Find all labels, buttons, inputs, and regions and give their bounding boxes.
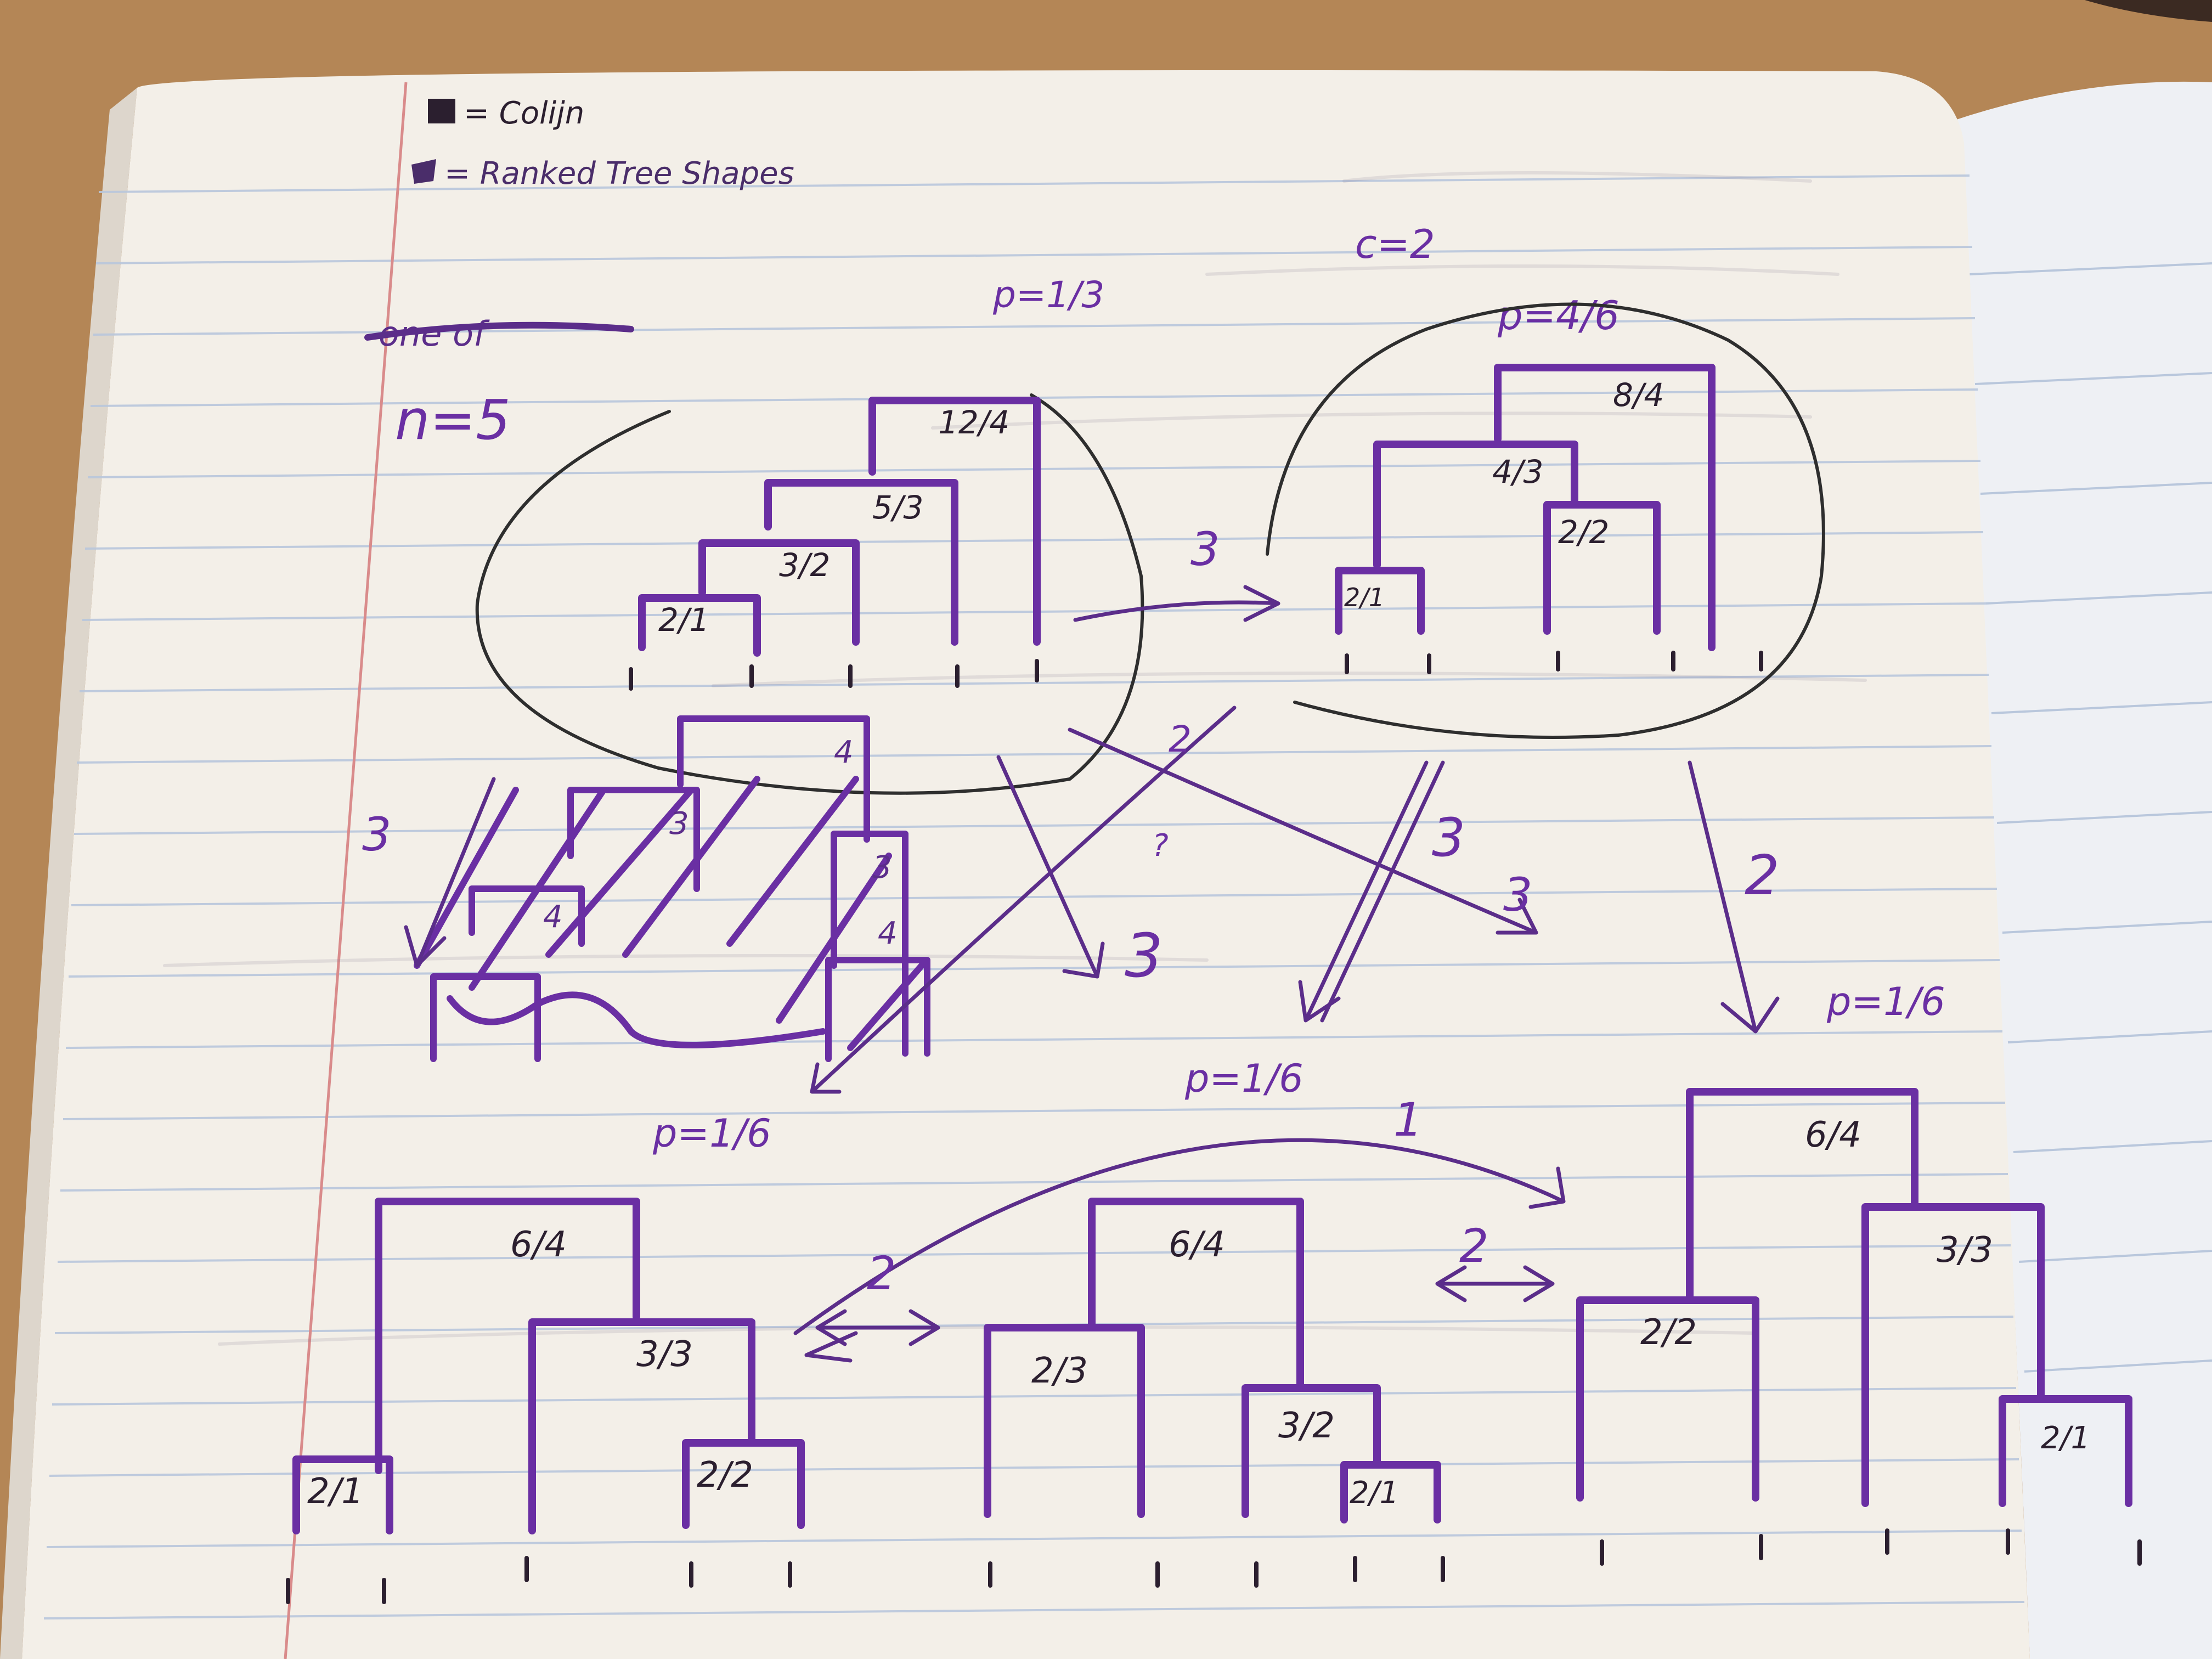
pen-cap	[2085, 0, 2212, 22]
transition-arrows	[404, 585, 1780, 1363]
node-label: 8/4	[1613, 376, 1664, 414]
node-label: 4/3	[1492, 453, 1543, 490]
arrow-mid-down-b	[1320, 760, 1445, 1023]
arrow-cross-right	[1068, 727, 1538, 935]
tree-bottom-2	[984, 1198, 1441, 1523]
probability-label: p=1/6	[652, 1111, 771, 1156]
node-label: 2/1	[1350, 1475, 1399, 1511]
node-label: 2/3	[1031, 1351, 1088, 1391]
tree-scribbled	[414, 715, 930, 1062]
legend-marker-2	[411, 159, 436, 184]
edge-label: 2	[1745, 843, 1780, 907]
edge-labels: 3 3 2 3 3 3 2 ? p=1/6 p=1/6 p=1/6 1 2 2	[362, 522, 1945, 1300]
p-right-label: p=4/6	[1497, 292, 1620, 338]
edge-label: 1	[1393, 1093, 1423, 1147]
arrow-cross-up	[810, 706, 1237, 1094]
node-label: 6/4	[510, 1224, 567, 1265]
margin-line	[284, 82, 408, 1659]
tree-top-left-labels: 12/4 5/3 3/2 2/1	[658, 404, 1009, 639]
node-label: 3/2	[1278, 1406, 1335, 1446]
pencil-circle-right	[1266, 302, 1825, 739]
legend: = Colijn = Ranked Tree Shapes one of	[364, 95, 794, 354]
arrow-mid-right	[996, 755, 1105, 979]
node-label: 2/1	[2041, 1420, 2090, 1456]
node-label: 3/3	[636, 1334, 693, 1375]
node-label: 2/2	[1558, 514, 1609, 551]
node-label: 4	[543, 899, 563, 935]
arrow-right-down	[1688, 760, 1780, 1034]
node-label: 5/3	[872, 489, 923, 526]
node-label: 2/2	[697, 1455, 753, 1496]
tree-top-right	[1335, 364, 1716, 651]
node-label: 4	[878, 916, 898, 951]
tree-bottom-2-tips	[988, 1556, 1445, 1588]
node-label: 3/3	[1937, 1230, 1993, 1271]
p-left-label: p=1/3	[992, 274, 1104, 316]
tree-bottom-3-labels: 6/4 3/3 2/2 2/1	[1640, 1115, 2090, 1456]
edge-label: 3	[1190, 522, 1220, 576]
tree-bottom-2-labels: 6/4 2/3 3/2 2/1	[1031, 1224, 1399, 1511]
tree-bottom-3-tips	[1600, 1528, 2142, 1566]
node-label: 3	[872, 850, 892, 885]
node-label: 2/1	[1344, 583, 1385, 612]
node-label: 2/1	[307, 1471, 364, 1512]
edge-label: ?	[1152, 828, 1169, 864]
arrow-bottom-left-pair	[815, 1309, 940, 1346]
tree-top-left-tips	[629, 659, 1039, 691]
arrow-bottom-right-pair	[1435, 1265, 1555, 1302]
edge-label: 2	[1459, 1219, 1488, 1273]
legend-line-1: = Colijn	[464, 95, 584, 131]
edge-label: 2	[1169, 718, 1192, 760]
tree-top-left	[638, 397, 1041, 657]
legend-marker-1	[428, 99, 455, 123]
node-label: 6/4	[1805, 1115, 1861, 1155]
page-edge-shadow	[0, 88, 137, 1659]
arrow-top-mid	[1073, 585, 1280, 622]
notebook-page	[22, 70, 2030, 1659]
node-label: 2/2	[1640, 1312, 1697, 1353]
tree-scribbled-labels: 4 3 4 3 4	[543, 735, 898, 951]
strike-through	[364, 321, 634, 341]
right-notebook-page	[1953, 81, 2212, 1659]
edge-label: 3	[1503, 868, 1532, 922]
tree-bottom-3	[1576, 1088, 2132, 1507]
right-page-rules	[1969, 262, 2212, 1373]
edge-label: 3	[1432, 807, 1465, 868]
n-label: n=5	[395, 388, 511, 452]
c-label: c=2	[1355, 221, 1435, 267]
node-label: 2/1	[658, 601, 709, 639]
tree-bottom-1-labels: 6/4 3/3 2/1 2/2	[307, 1224, 753, 1512]
edge-label: 3	[362, 808, 391, 861]
tree-top-right-tips	[1345, 651, 1763, 674]
tree-top-right-labels: 8/4 4/3 2/2 2/1	[1344, 376, 1664, 612]
edge-label: 2	[867, 1246, 896, 1300]
pencil-circle-left	[475, 393, 1144, 795]
probability-label: p=1/6	[1184, 1056, 1304, 1101]
tree-bottom-1	[292, 1198, 805, 1534]
node-label: 12/4	[938, 404, 1009, 441]
node-label: 3	[669, 806, 689, 842]
arrow-long-arc-head	[804, 1331, 858, 1363]
node-label: 4	[834, 735, 854, 770]
legend-line-2: = Ranked Tree Shapes	[444, 156, 794, 191]
probability-label: p=1/6	[1826, 979, 1945, 1024]
arrow-left-down	[404, 777, 496, 968]
tree-bottom-1-tips	[286, 1556, 792, 1604]
node-label: 3/2	[779, 546, 830, 584]
node-label: 6/4	[1169, 1224, 1225, 1265]
arrow-long-arc	[793, 1138, 1566, 1335]
edge-label: 3	[1125, 921, 1163, 991]
